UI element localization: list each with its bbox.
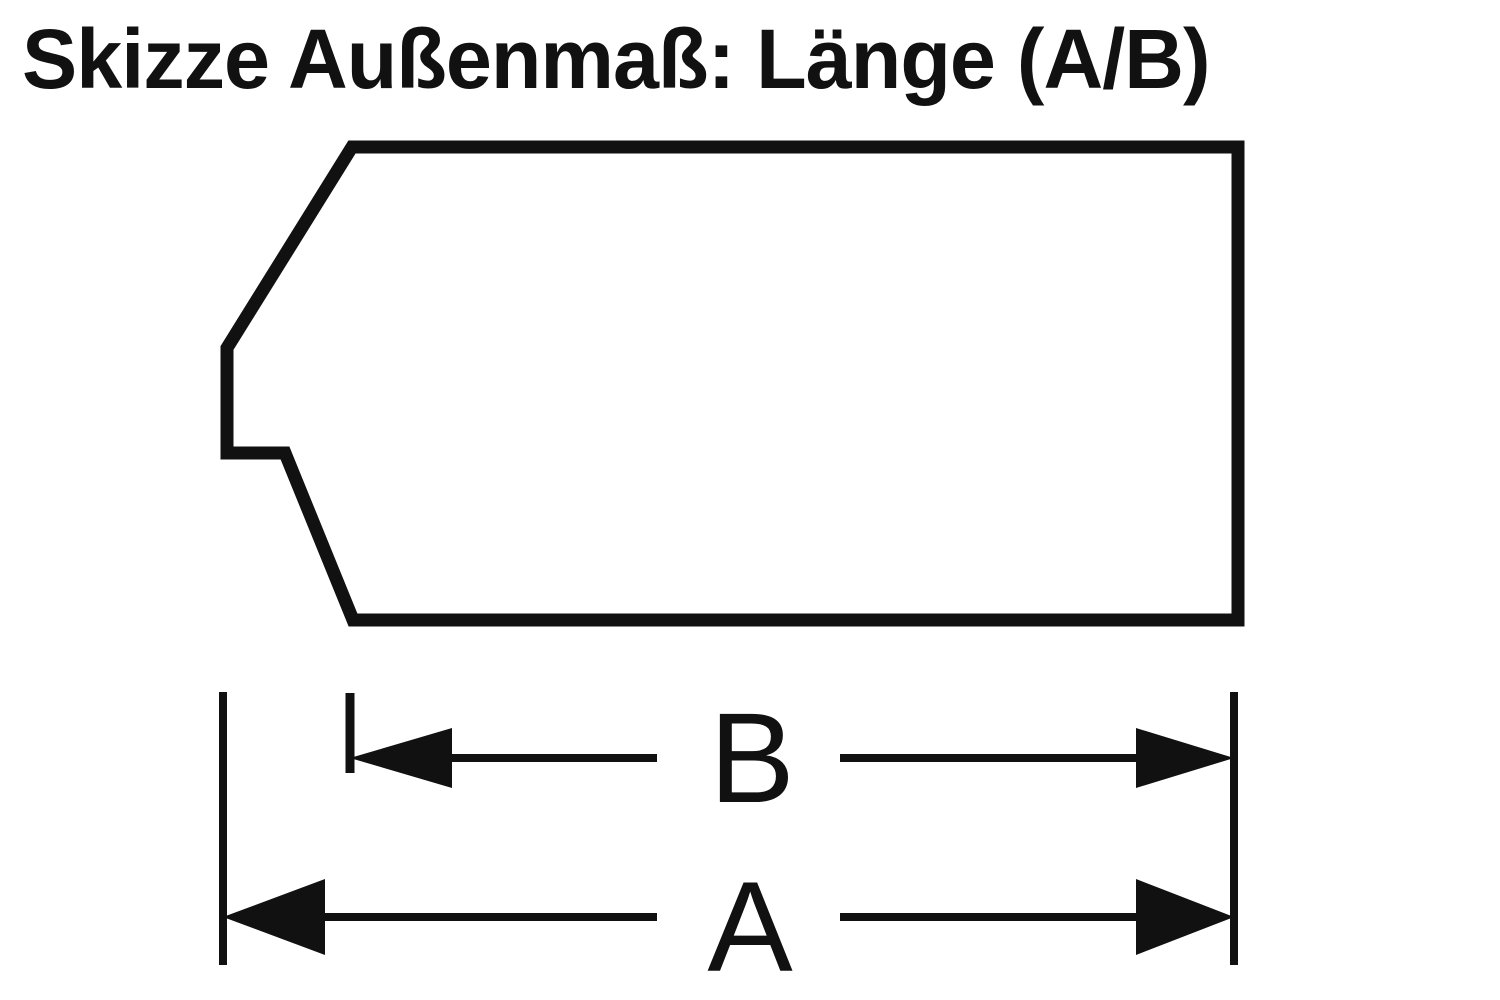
dimension-a-arrowhead-right xyxy=(1136,879,1234,955)
dimension-b-group: B xyxy=(350,687,1234,830)
dimension-b-label: B xyxy=(709,687,794,830)
dimension-b-arrowhead-left xyxy=(350,728,452,788)
dimension-a-arrowhead-left xyxy=(223,879,325,955)
dimension-a-group: A xyxy=(223,856,1234,999)
dimension-a-label: A xyxy=(707,856,793,999)
page-title: Skizze Außenmaß: Länge (A/B) xyxy=(22,12,1211,106)
dimension-b-arrowhead-right xyxy=(1136,728,1234,788)
profile-outline-shape xyxy=(220,140,1245,627)
